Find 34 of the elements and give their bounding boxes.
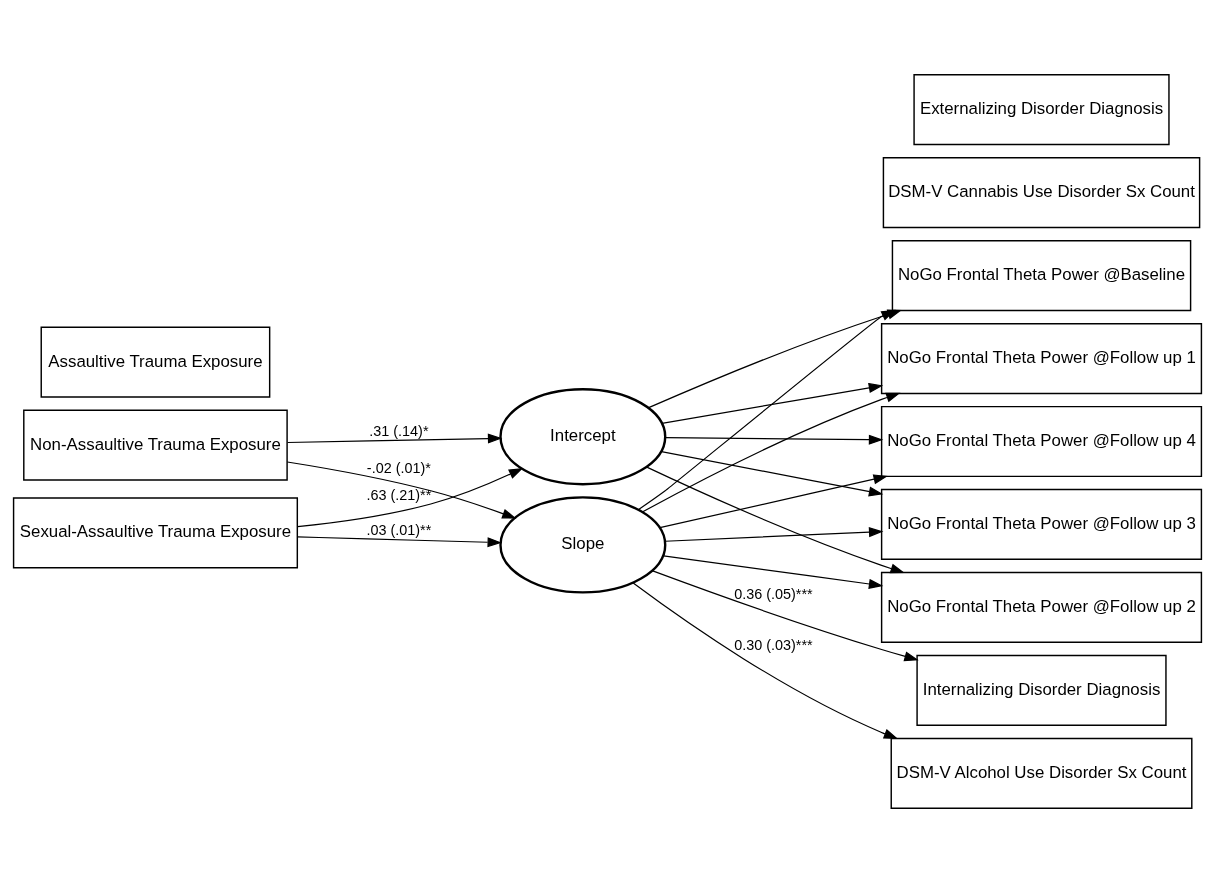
arrow xyxy=(664,527,884,542)
arrow xyxy=(662,555,884,589)
arrow xyxy=(296,536,502,548)
node-box: DSM-V Alcohol Use Disorder Sx Count xyxy=(890,737,1193,809)
arrow xyxy=(660,450,884,497)
edge-label: -.02 (.01)* xyxy=(366,460,431,477)
node-ellipse: Intercept xyxy=(499,388,667,486)
arrow xyxy=(286,461,517,519)
node-box: DSM-V Cannabis Use Disorder Sx Count xyxy=(882,157,1201,229)
arrow xyxy=(287,433,503,444)
arrow xyxy=(665,434,884,445)
arrow xyxy=(632,582,899,739)
node-box: Internalizing Disorder Diagnosis xyxy=(916,654,1167,726)
arrow xyxy=(646,466,905,574)
node-box: NoGo Frontal Theta Power @Follow up 3 xyxy=(880,488,1203,561)
node-box: NoGo Frontal Theta Power @Follow up 1 xyxy=(880,322,1203,395)
edge-label: 0.30 (.03)*** xyxy=(734,637,813,654)
node-box: Non-Assaultive Trauma Exposure xyxy=(23,409,288,481)
node-box: Externalizing Disorder Diagnosis xyxy=(913,74,1170,146)
arrow xyxy=(661,382,884,424)
edge-label: .31 (.14)* xyxy=(369,423,429,440)
edge-label: .03 (.01)** xyxy=(366,521,432,538)
edge-label: 0.36 (.05)*** xyxy=(734,585,813,602)
edge-label: .63 (.21)** xyxy=(366,486,432,503)
arrow xyxy=(651,570,919,662)
arrow xyxy=(641,392,901,513)
arrow xyxy=(659,474,888,529)
arrow xyxy=(297,467,524,528)
node-box: Assaultive Trauma Exposure xyxy=(40,326,271,398)
arrow xyxy=(638,309,896,511)
node-box: NoGo Frontal Theta Power @Baseline xyxy=(891,240,1192,312)
node-box: NoGo Frontal Theta Power @Follow up 4 xyxy=(880,405,1203,478)
node-box: Sexual-Assaultive Trauma Exposure xyxy=(12,497,299,569)
node-box: NoGo Frontal Theta Power @Follow up 2 xyxy=(880,571,1203,643)
